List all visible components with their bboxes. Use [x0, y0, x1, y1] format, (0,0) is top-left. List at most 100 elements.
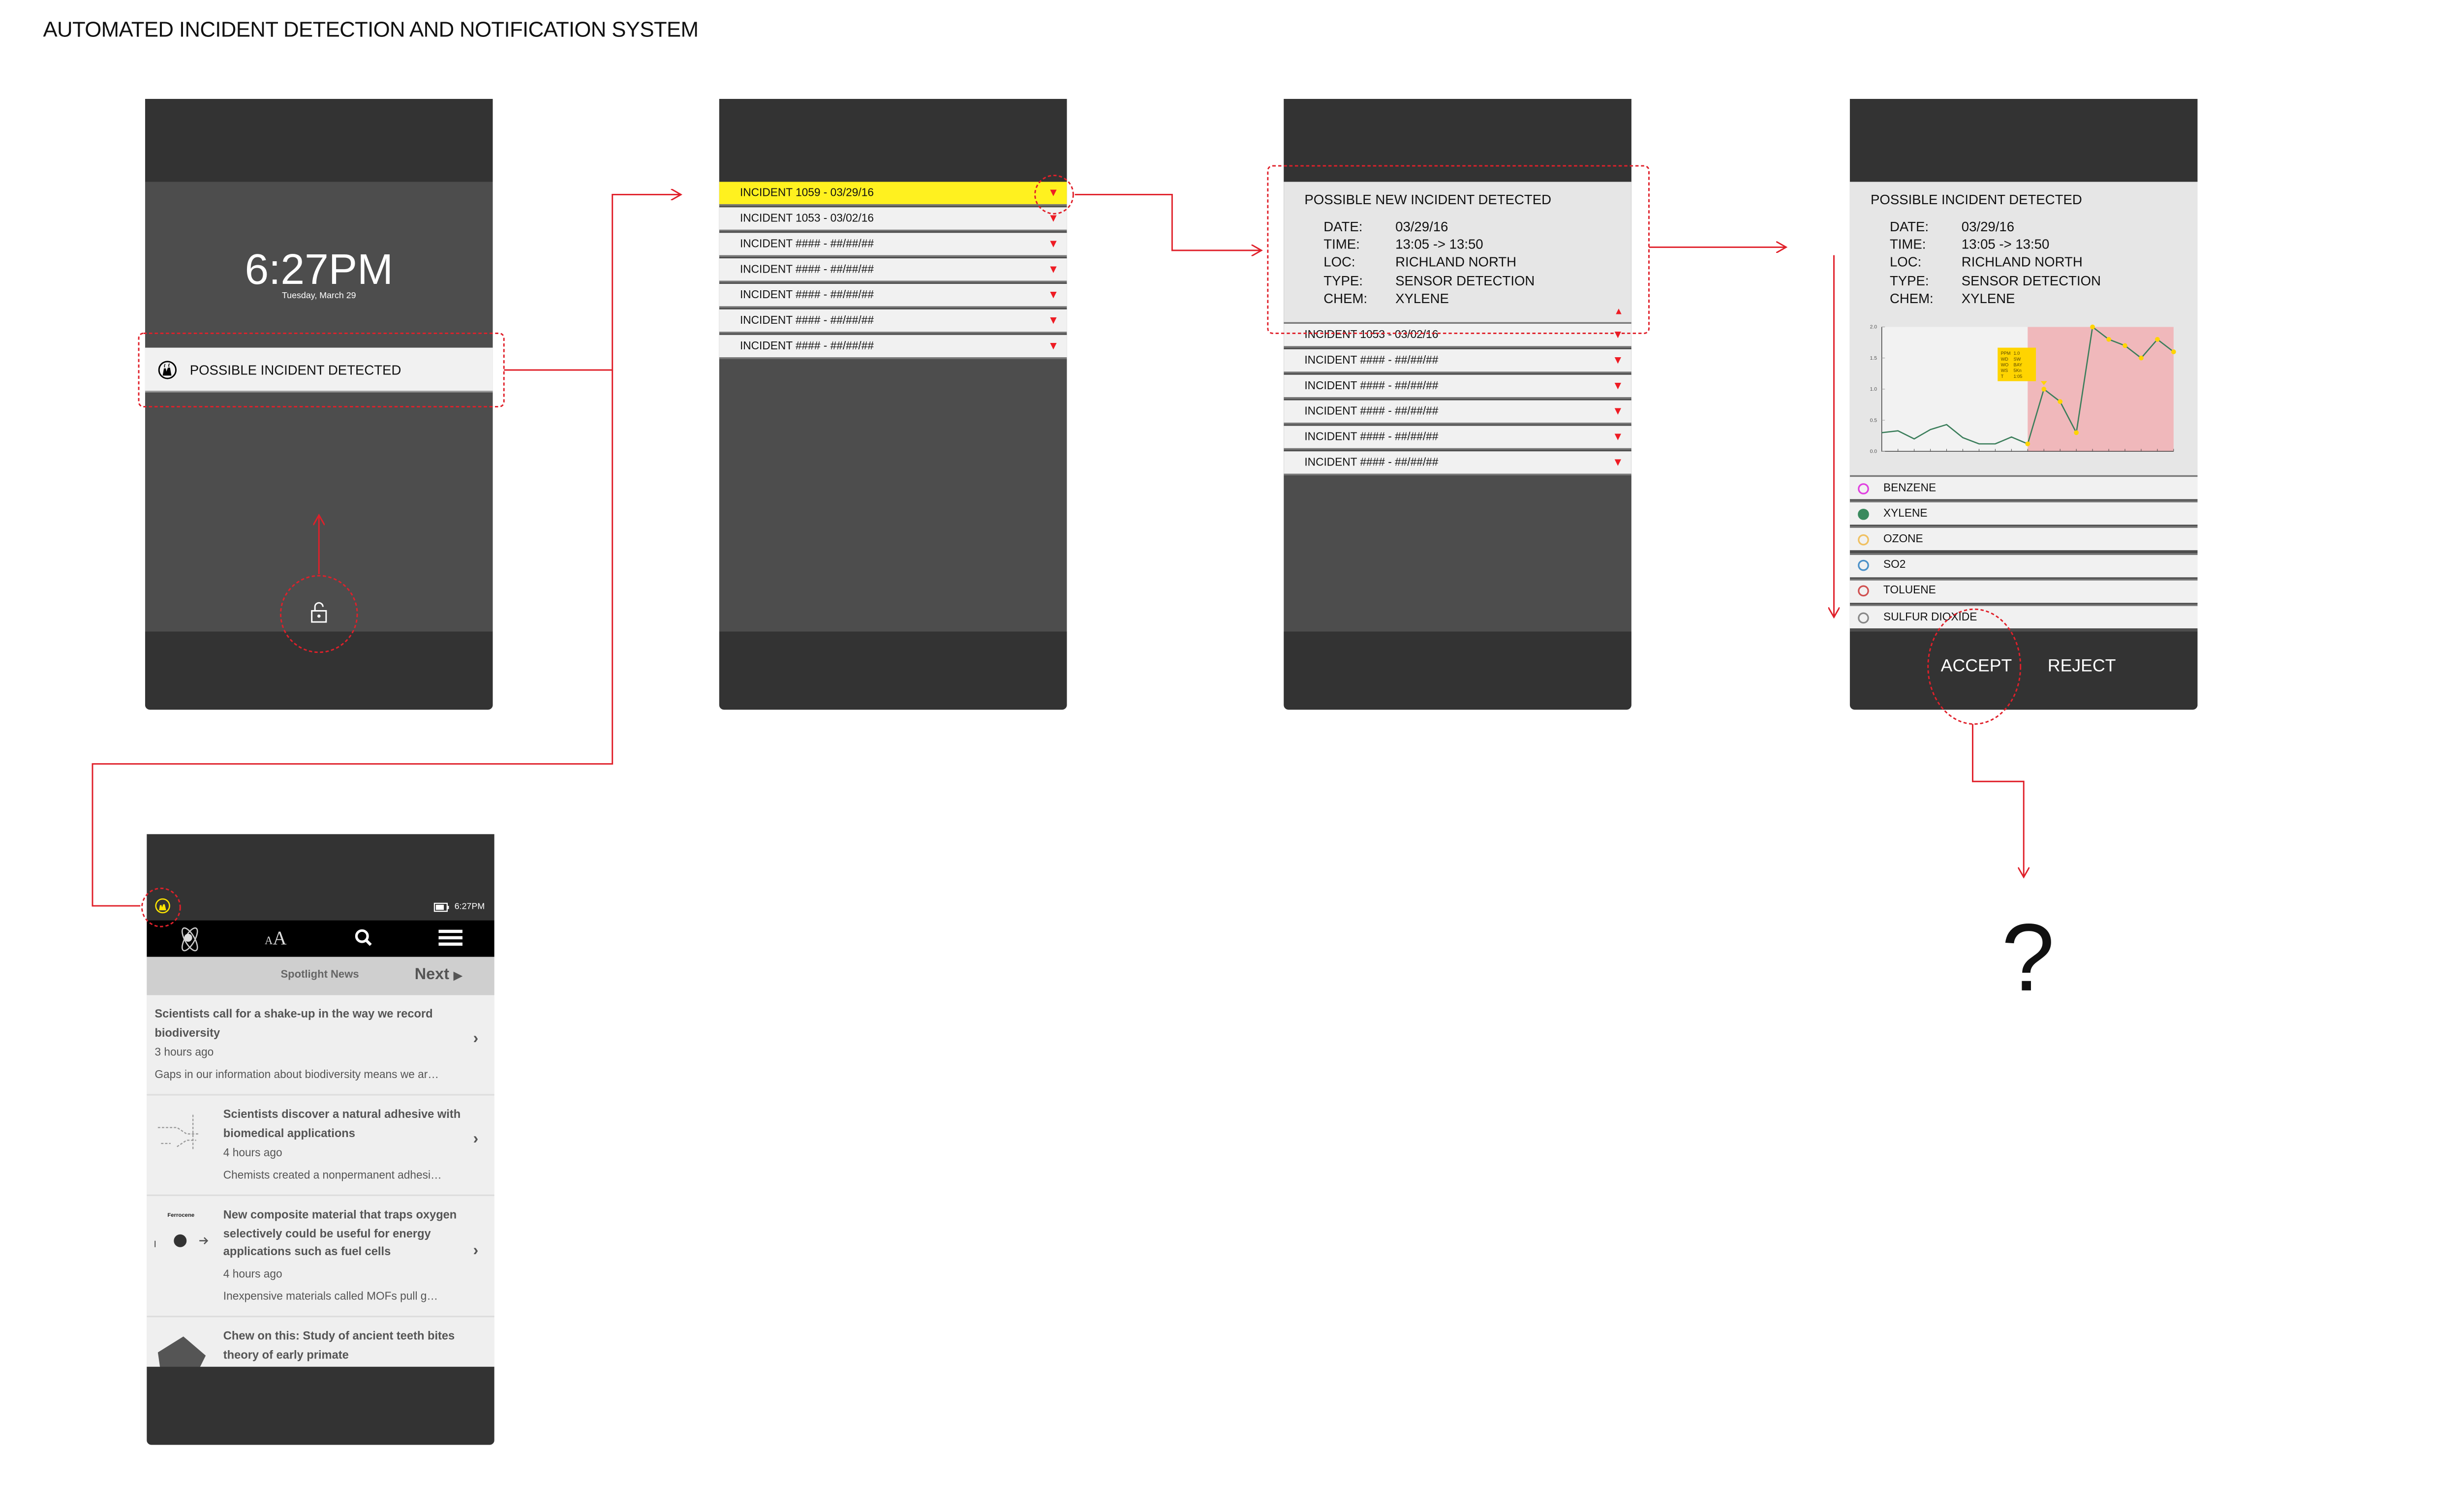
legend-item[interactable]: XYLENE — [1849, 501, 2198, 525]
expand-arrow-icon[interactable]: ▼ — [1047, 289, 1059, 301]
tooltip-value: 1.0 — [2014, 351, 2020, 356]
news-article[interactable]: Scientists discover a natural adhesive w… — [147, 1095, 494, 1196]
legend-swatch-icon — [1858, 534, 1869, 546]
factory-icon — [158, 360, 177, 378]
legend-item[interactable]: TOLUENE — [1849, 578, 2198, 603]
data-point[interactable] — [2122, 343, 2127, 348]
data-point[interactable] — [2171, 349, 2176, 354]
field-value: SENSOR DETECTION — [1395, 272, 1535, 288]
incident-row[interactable]: INCIDENT #### - ##/##/##▼ — [719, 283, 1067, 308]
incident-row[interactable]: INCIDENT #### - ##/##/##▼ — [1284, 426, 1631, 450]
font-size-button[interactable]: AA — [265, 926, 287, 949]
legend-item[interactable]: BENZENE — [1849, 475, 2198, 499]
news-article[interactable]: Scientists call for a shake-up in the wa… — [147, 995, 494, 1096]
legend-item[interactable]: SULFUR DIOXIDE — [1849, 604, 2198, 629]
incident-row[interactable]: INCIDENT #### - ##/##/## ▼ — [1284, 400, 1631, 425]
tooltip-value: SW — [2014, 357, 2021, 362]
legend-item[interactable]: SO2 — [1849, 553, 2198, 577]
atom-logo-icon[interactable] — [176, 925, 204, 954]
chevron-right-icon: › — [473, 1131, 479, 1148]
incident-row[interactable]: INCIDENT #### - ##/##/## ▼ — [719, 258, 1067, 282]
incident-row[interactable]: INCIDENT 1053 - 03/02/16▼ — [1284, 323, 1631, 348]
field-label: LOC: — [1889, 254, 1922, 271]
page-title: AUTOMATED INCIDENT DETECTION AND NOTIFIC… — [43, 17, 699, 42]
data-point[interactable] — [2106, 337, 2111, 342]
incident-row[interactable]: INCIDENT #### - ##/##/##▼ — [719, 335, 1067, 359]
incident-label: INCIDENT #### - ##/##/## — [739, 264, 874, 276]
legend-label: TOLUENE — [1883, 586, 1936, 597]
article-headline: Scientists discover a natural adhesive w… — [223, 1107, 461, 1140]
data-point[interactable] — [2090, 324, 2095, 330]
expand-arrow-icon[interactable]: ▼ — [1612, 431, 1624, 443]
legend-label: XYLENE — [1883, 508, 1928, 520]
data-point[interactable] — [2155, 337, 2160, 342]
search-icon[interactable] — [354, 928, 373, 947]
next-button[interactable]: Next ▶ — [415, 966, 462, 984]
incident-row[interactable]: INCIDENT #### - ##/##/##▼ — [719, 309, 1067, 334]
header-bar — [719, 98, 1067, 182]
news-article[interactable]: Chew on this: Study of ancient teeth bit… — [147, 1317, 494, 1375]
article-summary: Gaps in our information about biodiversi… — [154, 1070, 439, 1081]
incident-row[interactable]: INCIDENT 1053 - 03/02/16▼ — [719, 207, 1067, 231]
expand-arrow-icon[interactable]: ▼ — [1047, 187, 1059, 199]
expand-arrow-icon[interactable]: ▼ — [1612, 405, 1624, 417]
data-point[interactable] — [2041, 387, 2047, 392]
legend-swatch-icon — [1858, 560, 1869, 571]
incident-row[interactable]: INCIDENT 1059 - 03/29/16▼ — [719, 182, 1067, 206]
menu-icon[interactable] — [438, 928, 462, 947]
news-article[interactable]: Ferrocene New composite material that tr… — [147, 1196, 494, 1318]
flow-arrow — [1972, 724, 2024, 877]
tooltip-value: BAY — [2014, 363, 2022, 368]
legend-swatch-icon — [1858, 586, 1869, 597]
legend-label: BENZENE — [1883, 482, 1937, 494]
incident-notification[interactable]: POSSIBLE INCIDENT DETECTED — [145, 347, 493, 393]
reject-button[interactable]: REJECT — [2047, 657, 2116, 677]
expand-arrow-icon[interactable]: ▼ — [1047, 264, 1059, 276]
expand-arrow-icon[interactable]: ▼ — [1047, 213, 1059, 224]
legend-label: OZONE — [1883, 534, 1923, 546]
legend-label: SO2 — [1883, 560, 1906, 571]
legend-label: SULFUR DIOXIDE — [1883, 612, 1977, 623]
incident-row[interactable]: INCIDENT #### - ##/##/##▼ — [1284, 374, 1631, 399]
field-row: CHEM:XYLENE — [1890, 290, 2101, 308]
expand-arrow-icon[interactable]: ▼ — [1612, 457, 1624, 468]
incident-label: INCIDENT #### - ##/##/## — [1304, 405, 1439, 417]
incident-row[interactable]: INCIDENT #### - ##/##/##▼ — [1284, 349, 1631, 373]
field-value: SENSOR DETECTION — [1961, 272, 2101, 288]
data-point[interactable] — [2074, 430, 2079, 435]
legend-item[interactable]: OZONE — [1849, 526, 2198, 551]
thumb-caption: Ferrocene — [167, 1212, 195, 1219]
collapse-arrow-icon[interactable]: ▲ — [1614, 308, 1624, 318]
expand-arrow-icon[interactable]: ▼ — [1047, 238, 1059, 250]
field-label: DATE: — [1889, 218, 1929, 235]
accept-button[interactable]: ACCEPT — [1940, 657, 2012, 677]
expand-arrow-icon[interactable]: ▼ — [1047, 340, 1059, 352]
unlock-icon[interactable] — [306, 600, 332, 625]
lock-date: Tuesday, March 29 — [281, 292, 356, 302]
header-bar — [1849, 98, 2198, 182]
incident-row[interactable]: INCIDENT #### - ##/##/##▼ — [719, 233, 1067, 257]
incident-row[interactable]: INCIDENT #### - ##/##/##▼ — [1284, 451, 1631, 475]
incident-expanded-screen: POSSIBLE NEW INCIDENT DETECTED DATE:03/2… — [1284, 98, 1631, 710]
y-tick-label: 2.0 — [1870, 325, 1877, 330]
expand-arrow-icon[interactable]: ▼ — [1612, 355, 1624, 366]
data-point[interactable] — [2139, 355, 2144, 361]
expand-arrow-icon[interactable]: ▼ — [1612, 329, 1624, 341]
expand-arrow-icon[interactable]: ▼ — [1047, 315, 1059, 326]
field-row: LOC:RICHLAND NORTH — [1890, 254, 2101, 272]
tooltip-key: WD — [2001, 357, 2009, 362]
lock-clock: 6:27PM — [245, 246, 394, 294]
incident-summary-panel[interactable]: POSSIBLE NEW INCIDENT DETECTED DATE:03/2… — [1284, 182, 1631, 324]
field-label: CHEM: — [1323, 290, 1368, 306]
expand-arrow-icon[interactable]: ▼ — [1612, 380, 1624, 392]
data-point[interactable] — [2025, 441, 2030, 446]
article-summary: Chemists created a nonpermanent adhesi… — [223, 1171, 442, 1182]
spotlight-bar: Spotlight News Next ▶ — [147, 957, 494, 995]
incident-alert-icon[interactable] — [154, 898, 170, 914]
battery-icon — [433, 902, 449, 912]
field-value: 13:05 -> 13:50 — [1961, 236, 2050, 252]
field-row: DATE:03/29/16 — [1323, 218, 1535, 236]
status-area — [145, 98, 493, 182]
data-point[interactable] — [2058, 399, 2063, 404]
incident-detail-panel: POSSIBLE INCIDENT DETECTED DATE:03/29/16… — [1849, 182, 2198, 475]
